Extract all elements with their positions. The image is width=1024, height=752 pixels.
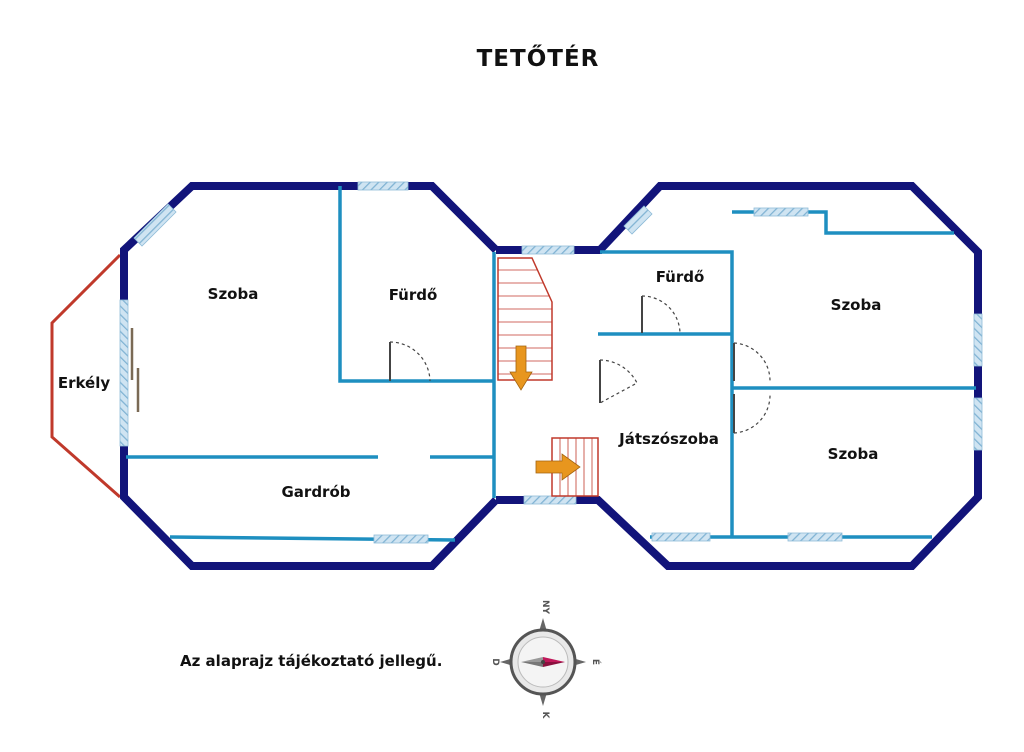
room-label-jatszoszoba: Játszószoba — [618, 430, 719, 448]
door-room-right-bottom — [733, 393, 771, 434]
balcony-door — [130, 328, 140, 412]
door-jatszo — [599, 359, 638, 404]
inner-walls — [126, 186, 976, 542]
room-label-erkely: Erkély — [58, 374, 111, 392]
door-room-right-top — [733, 342, 771, 382]
doors — [389, 295, 771, 434]
page-title: TETŐTÉR — [476, 46, 600, 72]
room-label-szoba-right-top: Szoba — [831, 296, 882, 314]
outer-walls — [120, 182, 982, 570]
compass-rose: NY É K D — [490, 600, 602, 720]
balcony-outline — [50, 253, 122, 499]
stair-arrow-down — [509, 345, 533, 391]
compass-needle-icon — [543, 657, 565, 662]
room-label-gardrob: Gardrób — [281, 483, 350, 501]
door-bath-left — [389, 341, 431, 382]
compass-label-north: NY — [540, 600, 550, 615]
room-label-szoba-right-bottom: Szoba — [828, 445, 879, 463]
compass-label-east: É — [590, 659, 602, 665]
room-label-furdo-right: Fürdő — [656, 268, 705, 286]
room-label-szoba-left: Szoba — [208, 285, 259, 303]
windows — [119, 181, 983, 544]
stair-arrow-right — [535, 453, 581, 481]
compass-label-south: K — [540, 712, 550, 720]
door-bath-right — [641, 295, 681, 334]
disclaimer-note: Az alaprajz tájékoztató jellegű. — [180, 652, 443, 670]
compass-label-west: D — [490, 658, 500, 665]
room-label-furdo-left: Fürdő — [389, 286, 438, 304]
